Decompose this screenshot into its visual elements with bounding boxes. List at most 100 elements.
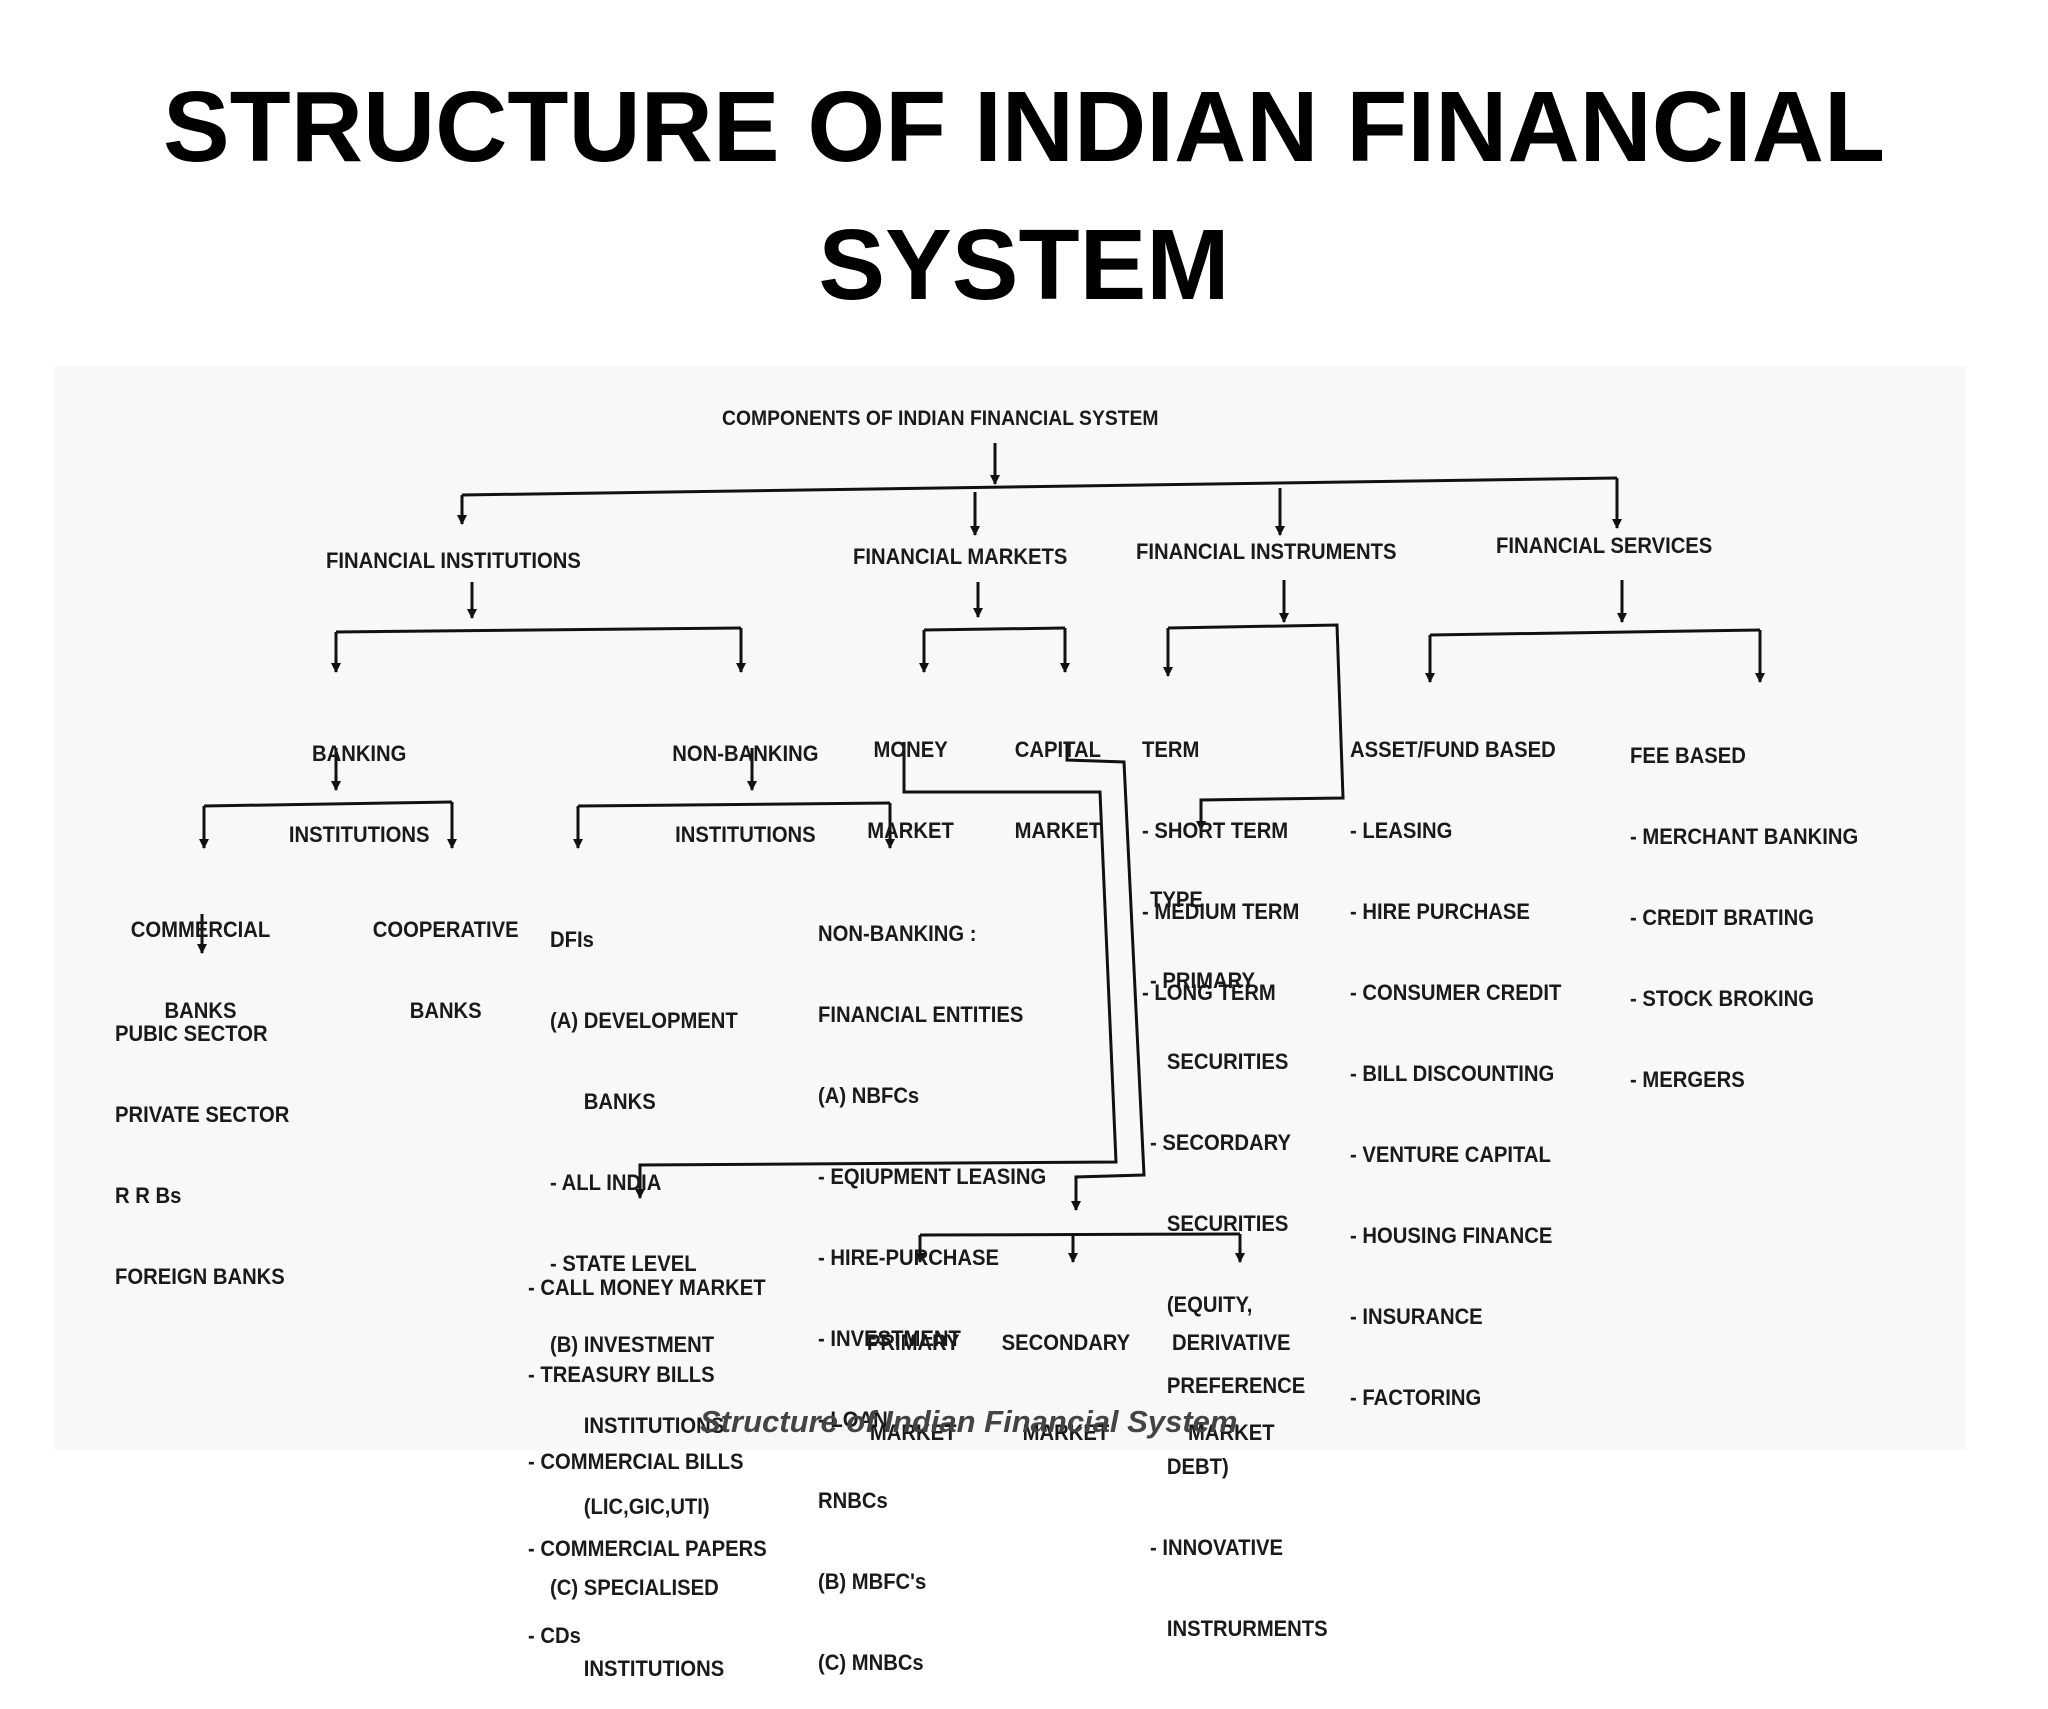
secondary-market-node: SECONDARY MARKET [990,1268,1142,1478]
commercial-banks-node: COMMERCIAL BANKS [120,862,281,1051]
primary-market-line: PRIMARY [866,1330,960,1355]
list-item: - CONSUMER CREDIT [1350,980,1562,1005]
list-item: - STOCK BROKING [1630,986,1815,1011]
capital-split-branch [919,1232,1241,1237]
non-banking-institutions-line: INSTITUTIONS [675,822,816,847]
list-item: - STATE LEVEL [550,1251,697,1276]
list-item: - INVESTMENT [818,1326,961,1351]
diagram-panel [54,366,1966,1450]
list-item: - EQIUPMENT LEASING [818,1164,1047,1189]
list-item: (C) MNBCs [818,1650,924,1675]
list-item: R R Bs [115,1183,182,1208]
institutions-branch [335,626,742,634]
root-node: COMPONENTS OF INDIAN FINANCIAL SYSTEM [722,407,1159,430]
money-route [635,742,1118,1199]
primary-market-line: MARKET [869,1420,957,1445]
list-item: DEBT) [1150,1454,1229,1479]
list-item: FOREIGN BANKS [115,1264,285,1289]
list-item: FEE BASED [1630,743,1746,768]
derivative-market-line: MARKET [1188,1420,1275,1445]
list-item: - MERCHANT BANKING [1630,824,1859,849]
type-list: TYPE - PRIMARY SECURITIES - SECORDARY SE… [1150,832,1328,1669]
list-item: INSTITUTIONS [550,1413,725,1438]
cooperative-banks-node: COOPERATIVE BANKS [356,862,535,1051]
list-item: - CREDIT BRATING [1630,905,1815,930]
banking-branch [203,800,453,808]
capital-market-line: CAPITAL [1014,737,1101,762]
banking-institutions-node: BANKING INSTITUTIONS [258,686,460,875]
banking-institutions-line: INSTITUTIONS [288,822,430,847]
capital-market-line: MARKET [1014,818,1102,843]
fee-based-list: FEE BASED - MERCHANT BANKING - CREDIT BR… [1630,688,1858,1120]
list-item: - VENTURE CAPITAL [1350,1142,1551,1167]
list-item: (LIC,GIC,UTI) [550,1494,710,1519]
list-item: ASSET/FUND BASED [1350,737,1556,762]
list-item: (EQUITY, [1150,1292,1253,1317]
list-item: - LONG TERM [1142,980,1276,1005]
financial-services-node: FINANCIAL SERVICES [1496,533,1713,558]
list-item: - INNOVATIVE [1150,1535,1284,1560]
list-item: NON-BANKING : [818,921,977,946]
list-item: BANKS [550,1089,656,1114]
non-banking-institutions-line: NON-BANKING [672,741,819,766]
instruments-branch [1167,623,1345,831]
list-item: - COMMERCIAL BILLS [528,1449,744,1474]
list-item: - LOAN [818,1407,888,1432]
list-item: TERM [1142,737,1200,762]
list-item: RNBCs [818,1488,888,1513]
list-item: - MERGERS [1630,1067,1745,1092]
list-item: - COMMERCIAL PAPERS [528,1536,767,1561]
list-item: PREFERENCE [1150,1373,1306,1398]
list-item: - FACTORING [1350,1385,1482,1410]
money-market-line: MONEY [873,737,948,762]
financial-instruments-node: FINANCIAL INSTRUMENTS [1136,539,1397,564]
list-item: - INSURANCE [1350,1304,1483,1329]
list-item: SECURITIES [1150,1049,1289,1074]
list-item: DFIs [550,927,594,952]
list-item: FINANCIAL ENTITIES [818,1002,1024,1027]
list-item: (A) NBFCs [818,1083,920,1108]
list-item: - SECORDARY [1150,1130,1291,1155]
capital-market-node: CAPITAL MARKET [1005,682,1111,871]
banking-institutions-line: BANKING [311,741,407,766]
list-item: (B) MBFC's [818,1569,927,1594]
derivative-market-node: DERIVATIVE MARKET [1160,1268,1303,1478]
non-banking-institutions-node: NON-BANKING INSTITUTIONS [658,686,833,875]
primary-market-node: PRIMARY MARKET [858,1268,968,1478]
list-item: INSTRURMENTS [1150,1616,1328,1641]
commercial-bank-types-list: PUBIC SECTOR PRIVATE SECTOR R R Bs FOREI… [115,966,289,1317]
root-branch [461,476,1618,497]
financial-markets-node: FINANCIAL MARKETS [853,544,1068,569]
list-item: - HOUSING FINANCE [1350,1223,1553,1248]
secondary-market-line: MARKET [1022,1420,1110,1445]
list-item: - LEASING [1350,818,1453,843]
list-item: PUBIC SECTOR [115,1021,268,1046]
list-item: (A) DEVELOPMENT [550,1008,738,1033]
slide-title-line-2: SYSTEM [818,209,1230,321]
list-item: - ALL INDIA [550,1170,662,1195]
list-item: - MEDIUM TERM [1142,899,1300,924]
slide-title: STRUCTURE OF INDIAN FINANCIAL SYSTEM [0,58,2048,334]
diagram-connectors [197,443,1765,1263]
money-market-instruments-list: - CALL MONEY MARKET - TREASURY BILLS - C… [528,1215,767,1679]
list-item: - BILL DISCOUNTING [1350,1061,1555,1086]
nonbanking-branch [577,801,891,808]
money-market-line: MARKET [867,818,954,843]
list-item: - SHORT TERM [1142,818,1289,843]
list-item: SECURITIES [1150,1211,1289,1236]
cooperative-banks-line: BANKS [409,998,482,1023]
commercial-banks-line: BANKS [164,998,237,1023]
markets-branch [923,626,1066,632]
secondary-market-line: SECONDARY [1001,1330,1131,1355]
list-item: (B) INVESTMENT [550,1332,715,1357]
slide-title-line-1: STRUCTURE OF INDIAN FINANCIAL [162,71,1886,183]
money-market-node: MONEY MARKET [860,682,961,871]
cooperative-banks-line: COOPERATIVE [372,917,519,942]
list-item: - CALL MONEY MARKET [528,1275,766,1300]
capital-route [1065,742,1146,1211]
figure-caption: Structure of Indian Financial System [700,1404,1238,1439]
derivative-market-line: DERIVATIVE [1172,1330,1291,1355]
commercial-banks-line: COMMERCIAL [130,917,271,942]
list-item: - PRIMARY [1150,968,1255,993]
list-item: PRIVATE SECTOR [115,1102,290,1127]
